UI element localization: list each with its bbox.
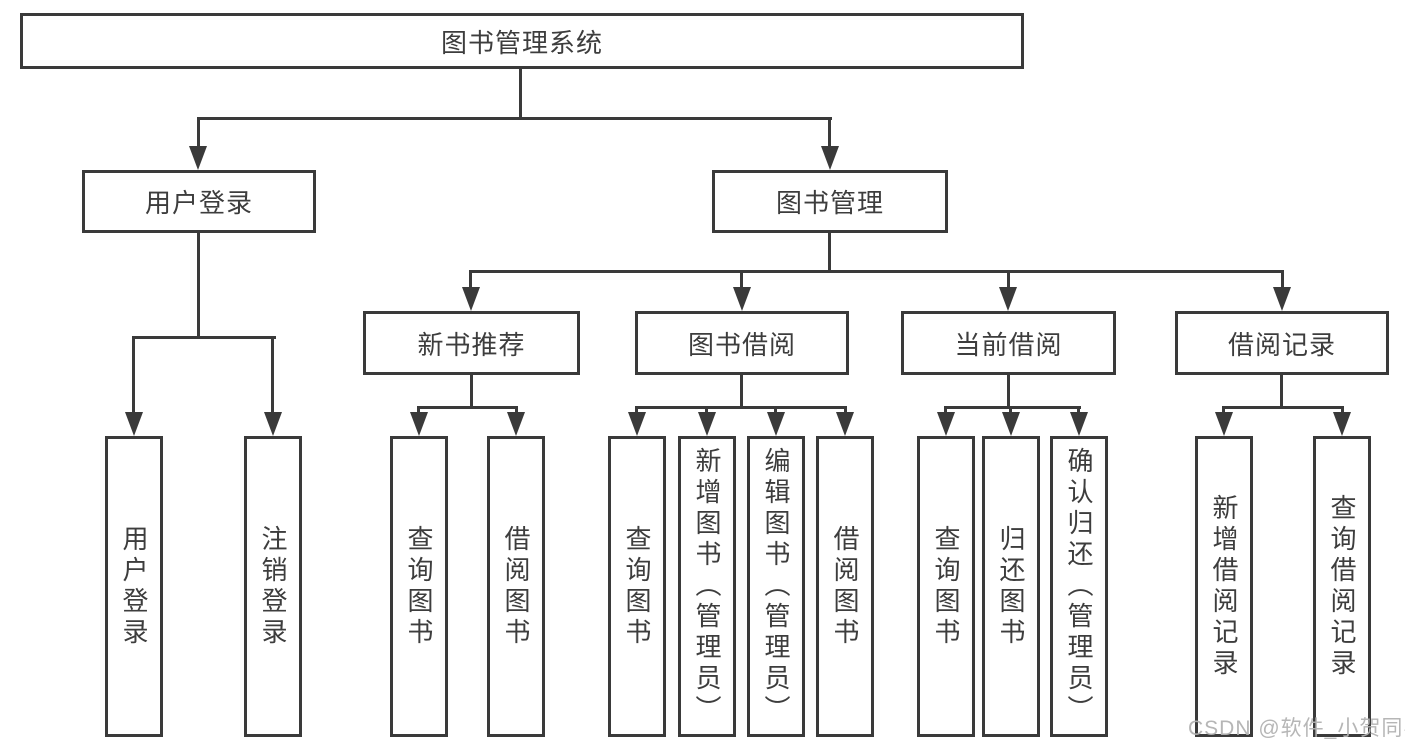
leaf-label: 新增借阅记录 [1209,493,1239,680]
arrowhead-down-icon [937,412,955,436]
node-book-management: 图书管理 [712,170,948,233]
node-root-label: 图书管理系统 [440,27,603,58]
connector-line [271,336,274,416]
connector-line [417,406,518,409]
leaf-label: 用户登录 [119,524,149,649]
node-label: 图书借阅 [687,329,796,360]
arrowhead-down-icon [698,412,716,436]
leaf-label: 确认归还（管理员） [1064,447,1094,726]
leaf-label: 新增图书（管理员） [692,447,722,726]
arrowhead-down-icon [836,412,854,436]
arrowhead-down-icon [821,146,839,170]
leaf-label: 查询图书 [404,524,434,649]
arrowhead-down-icon [507,412,525,436]
connector-line [1280,375,1283,408]
connector-line [1007,270,1010,292]
connector-line [132,336,135,416]
leaf-query-books-borrow: 查询图书 [608,436,666,737]
leaf-label: 查询图书 [622,524,652,649]
node-borrow-records: 借阅记录 [1175,311,1389,375]
connector-line [740,375,743,408]
connector-line [828,233,831,273]
leaf-return-books: 归还图书 [982,436,1040,737]
leaf-label: 借阅图书 [501,524,531,649]
leaf-logout: 注销登录 [244,436,302,737]
arrowhead-down-icon [264,412,282,436]
leaf-borrow-books: 借阅图书 [816,436,874,737]
arrowhead-down-icon [999,287,1017,311]
node-root: 图书管理系统 [20,13,1024,69]
node-label: 用户登录 [144,188,253,218]
csdn-watermark: CSDN @软件_小贺同学 [1188,717,1405,740]
connector-line [197,233,200,339]
arrowhead-down-icon [462,287,480,311]
arrowhead-down-icon [189,146,207,170]
leaf-label: 编辑图书（管理员） [761,447,791,726]
node-current-borrow: 当前借阅 [901,311,1116,375]
connector-line [132,336,276,339]
connector-line [197,117,832,120]
leaf-label: 查询借阅记录 [1327,493,1357,680]
node-book-borrow: 图书借阅 [635,311,849,375]
arrowhead-down-icon [1333,412,1351,436]
arrowhead-down-icon [767,412,785,436]
leaf-confirm-return-admin: 确认归还（管理员） [1050,436,1108,737]
arrowhead-down-icon [733,287,751,311]
node-label: 图书管理 [775,188,884,218]
leaf-user-login: 用户登录 [105,436,163,737]
connector-line [469,270,472,292]
arrowhead-down-icon [1215,412,1233,436]
leaf-add-books-admin: 新增图书（管理员） [678,436,736,737]
connector-line [469,270,1284,273]
leaf-borrow-books-recommend: 借阅图书 [487,436,545,737]
leaf-label: 借阅图书 [830,524,860,649]
leaf-add-borrow-record: 新增借阅记录 [1195,436,1253,737]
node-label: 当前借阅 [954,329,1063,360]
leaf-query-books-current: 查询图书 [917,436,975,737]
node-new-book-recommend: 新书推荐 [363,311,580,375]
connector-line [1007,375,1010,408]
arrowhead-down-icon [628,412,646,436]
node-label: 借阅记录 [1227,329,1336,360]
connector-line [519,66,522,118]
leaf-query-books-recommend: 查询图书 [390,436,448,737]
connector-line [197,117,200,149]
connector-line [470,375,473,408]
leaf-label: 查询图书 [931,524,961,649]
arrowhead-down-icon [125,412,143,436]
connector-line [1222,406,1344,409]
arrowhead-down-icon [410,412,428,436]
leaf-label: 归还图书 [996,524,1026,649]
arrowhead-down-icon [1002,412,1020,436]
leaf-edit-books-admin: 编辑图书（管理员） [747,436,805,737]
connector-line [944,406,1081,409]
node-user-login: 用户登录 [82,170,316,233]
leaf-query-borrow-record: 查询借阅记录 [1313,436,1371,737]
connector-line [740,270,743,292]
arrowhead-down-icon [1273,287,1291,311]
connector-line [635,406,847,409]
connector-line [1281,270,1284,292]
node-label: 新书推荐 [417,329,526,360]
arrowhead-down-icon [1070,412,1088,436]
connector-line [828,117,831,149]
leaf-label: 注销登录 [258,524,288,649]
